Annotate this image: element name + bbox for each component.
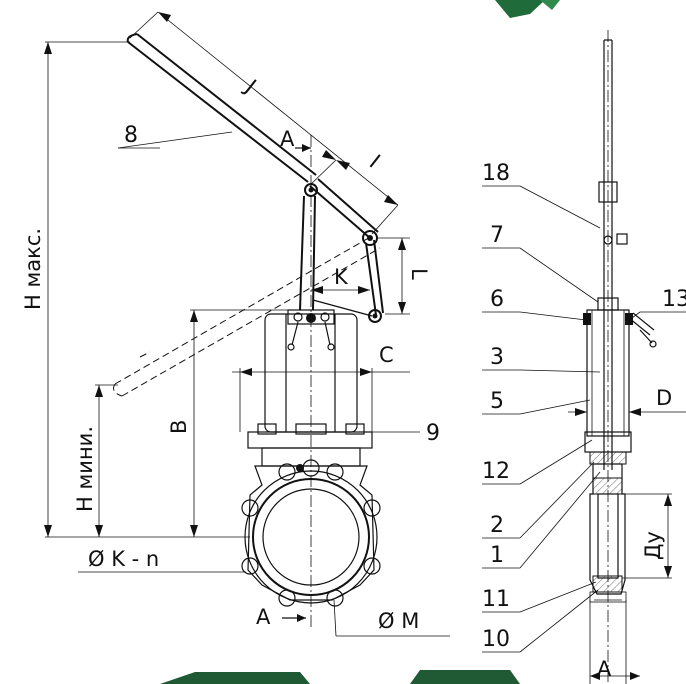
dim-j: J — [239, 74, 260, 98]
part-12: 12 — [482, 459, 510, 484]
dim-b: B — [167, 420, 191, 434]
section-a-bottom: A — [256, 605, 271, 629]
part-8: 8 — [124, 123, 138, 148]
green-photo-fragment-bottom — [160, 670, 520, 684]
part-5: 5 — [490, 389, 504, 414]
dim-l: L — [407, 268, 431, 280]
part-13: 13 — [662, 287, 686, 312]
dim-k: K — [334, 265, 349, 289]
part-6: 6 — [490, 287, 504, 312]
section-a-top: A — [280, 127, 295, 151]
part-9: 9 — [426, 421, 440, 446]
part-7: 7 — [490, 223, 504, 248]
part-18: 18 — [482, 161, 510, 186]
handle-lever — [126, 33, 379, 246]
dim-k-n: Ø K - n — [88, 547, 159, 571]
dim-du: Ду — [641, 531, 665, 560]
part-1: 1 — [490, 543, 504, 568]
dim-h-max: H макс. — [21, 228, 45, 310]
part-2: 2 — [490, 513, 504, 538]
part-3: 3 — [490, 345, 504, 370]
dim-m: Ø M — [378, 609, 419, 633]
dim-h-min: H мини. — [73, 426, 97, 512]
dim-d: D — [656, 386, 672, 410]
front-view — [44, 11, 450, 637]
dim-c: C — [379, 343, 394, 367]
side-view — [482, 30, 686, 684]
part-10: 10 — [482, 627, 510, 652]
section-a-side: A — [597, 657, 612, 681]
part-11: 11 — [482, 587, 510, 612]
yoke-frame — [264, 309, 358, 433]
green-photo-fragment-top — [495, 0, 560, 18]
dim-i: I — [365, 150, 385, 173]
